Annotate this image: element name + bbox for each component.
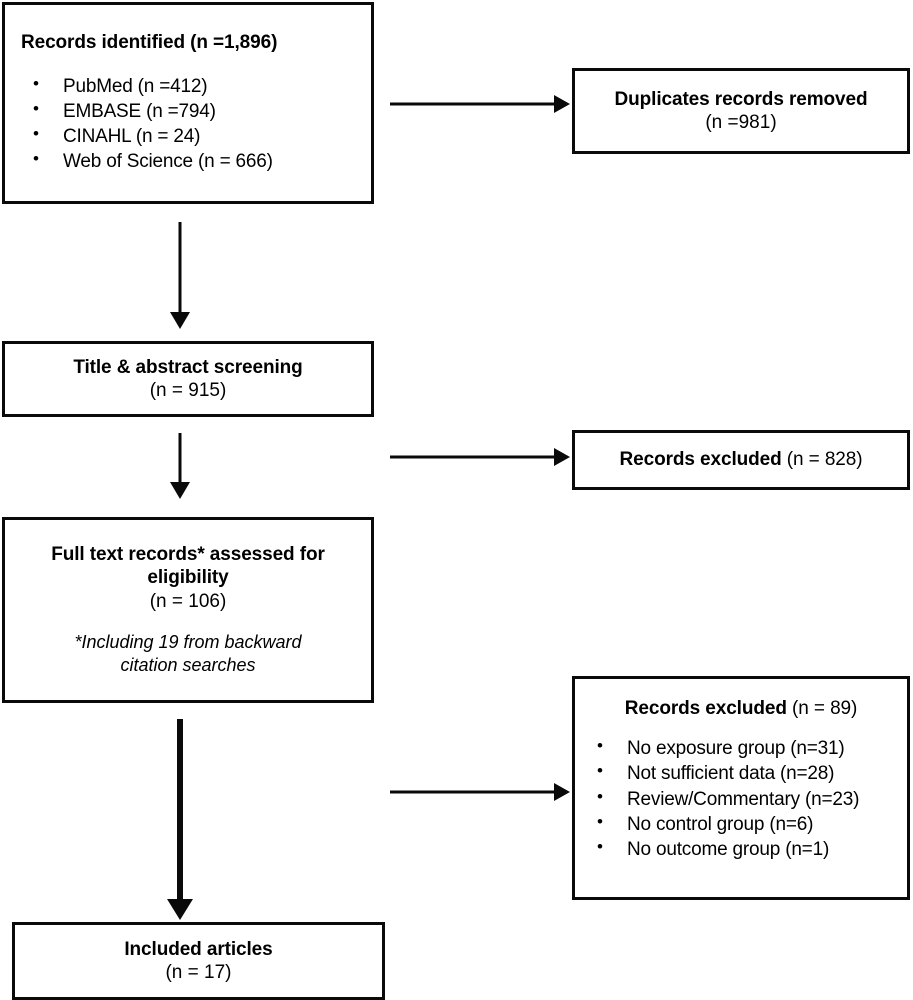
arrow-stem (390, 102, 556, 106)
records-excluded-screening-label: Records excluded (619, 449, 782, 471)
list-item: Review/Commentary (n=23) (585, 786, 897, 812)
list-item: Web of Science (n = 666) (21, 148, 361, 174)
screening-count: (n = 915) (149, 380, 227, 401)
arrow-identified-to-duplicates (390, 94, 570, 114)
arrow-stem (178, 222, 182, 314)
list-item: No control group (n=6) (585, 811, 897, 837)
records-excluded-screening-line: Records excluded (n = 828) (585, 448, 897, 471)
arrow-stem (178, 433, 182, 484)
arrow-head (554, 783, 570, 801)
box-records-excluded-fulltext: Records excluded (n = 89) No exposure gr… (572, 676, 910, 900)
records-identified-source-list: PubMed (n =412) EMBASE (n =794) CINAHL (… (21, 73, 361, 175)
included-articles-count: (n = 17) (165, 962, 232, 983)
records-excluded-fulltext-count: (n = 89) (786, 698, 858, 719)
arrow-stem (390, 455, 556, 459)
box-duplicates-removed: Duplicates records removed (n =981) (572, 68, 910, 154)
arrow-fulltext-to-excluded (390, 782, 570, 802)
arrow-stem (390, 790, 556, 794)
box-records-excluded-screening: Records excluded (n = 828) (572, 430, 910, 490)
fulltext-title-line1: Full text records* assessed for (51, 544, 325, 566)
screening-title: Title & abstract screening (73, 356, 303, 378)
fulltext-note-line1: *Including 19 from backward (74, 631, 302, 652)
arrow-screening-to-excluded (390, 447, 570, 467)
fulltext-count: (n = 106) (149, 590, 227, 612)
duplicates-removed-count: (n =981) (705, 112, 777, 133)
list-item: CINAHL (n = 24) (21, 123, 361, 149)
arrow-identified-to-screening (163, 222, 197, 329)
arrow-stem (177, 719, 183, 901)
duplicates-removed-title: Duplicates records removed (614, 88, 868, 110)
list-item: No outcome group (n=1) (585, 836, 897, 862)
box-title-abstract-screening: Title & abstract screening (n = 915) (2, 341, 374, 417)
arrow-fulltext-to-included (162, 719, 198, 920)
list-item: No exposure group (n=31) (585, 735, 897, 761)
arrow-head (170, 312, 190, 329)
records-excluded-reason-list: No exposure group (n=31) Not sufficient … (585, 735, 897, 862)
fulltext-note-line2: citation searches (120, 654, 256, 675)
box-fulltext-assessed: Full text records* assessed for eligibil… (2, 517, 374, 703)
records-excluded-screening-count: (n = 828) (781, 449, 863, 471)
arrow-head (554, 448, 570, 466)
records-identified-title: Records identified (n =1,896) (21, 32, 278, 54)
arrow-head (554, 95, 570, 113)
box-included-articles: Included articles (n = 17) (12, 922, 385, 1000)
arrow-head (167, 899, 193, 920)
box-records-identified: Records identified (n =1,896) PubMed (n … (2, 2, 374, 204)
list-item: PubMed (n =412) (21, 73, 361, 99)
fulltext-title-line2: eligibility (147, 567, 229, 589)
list-item: Not sufficient data (n=28) (585, 760, 897, 786)
list-item: EMBASE (n =794) (21, 98, 361, 124)
records-excluded-fulltext-label: Records excluded (624, 698, 787, 719)
arrow-head (170, 482, 190, 499)
included-articles-title: Included articles (124, 938, 273, 960)
arrow-screening-to-fulltext (163, 433, 197, 499)
records-excluded-fulltext-line: Records excluded (n = 89) (585, 697, 897, 720)
